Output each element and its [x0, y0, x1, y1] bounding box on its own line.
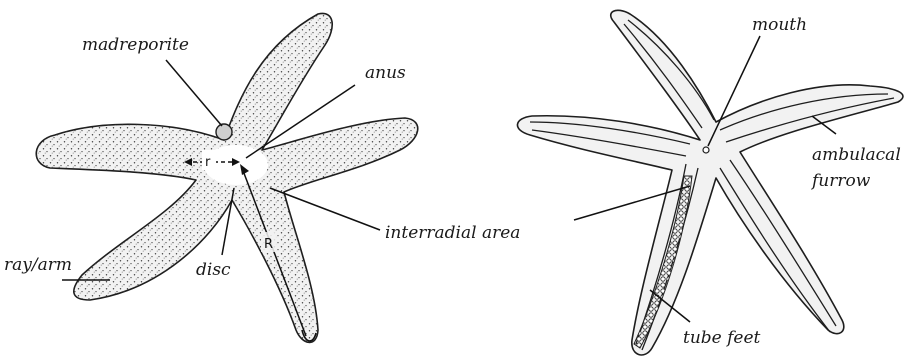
- oral-starfish: mouth ambulacal furrow tube feet: [517, 10, 902, 355]
- label-tube-feet: tube feet: [683, 328, 761, 348]
- label-disc: disc: [196, 260, 231, 280]
- label-ambulacral-line1: ambulacal: [812, 145, 901, 165]
- label-madreporite: madreporite: [82, 35, 189, 55]
- label-ambulacral-line2: furrow: [810, 171, 871, 191]
- label-anus: anus: [365, 63, 406, 83]
- label-R: R: [264, 237, 273, 252]
- madreporite-plate: [216, 124, 232, 140]
- label-mouth: mouth: [752, 15, 807, 35]
- label-interradial-area: interradial area: [385, 223, 520, 243]
- aboral-starfish: r R madreporite anus interradial area ra…: [4, 13, 520, 342]
- label-r: r: [205, 155, 211, 170]
- madreporite-leader: [166, 60, 222, 126]
- mouth-opening: [703, 147, 709, 153]
- label-ray-arm: ray/arm: [4, 255, 72, 275]
